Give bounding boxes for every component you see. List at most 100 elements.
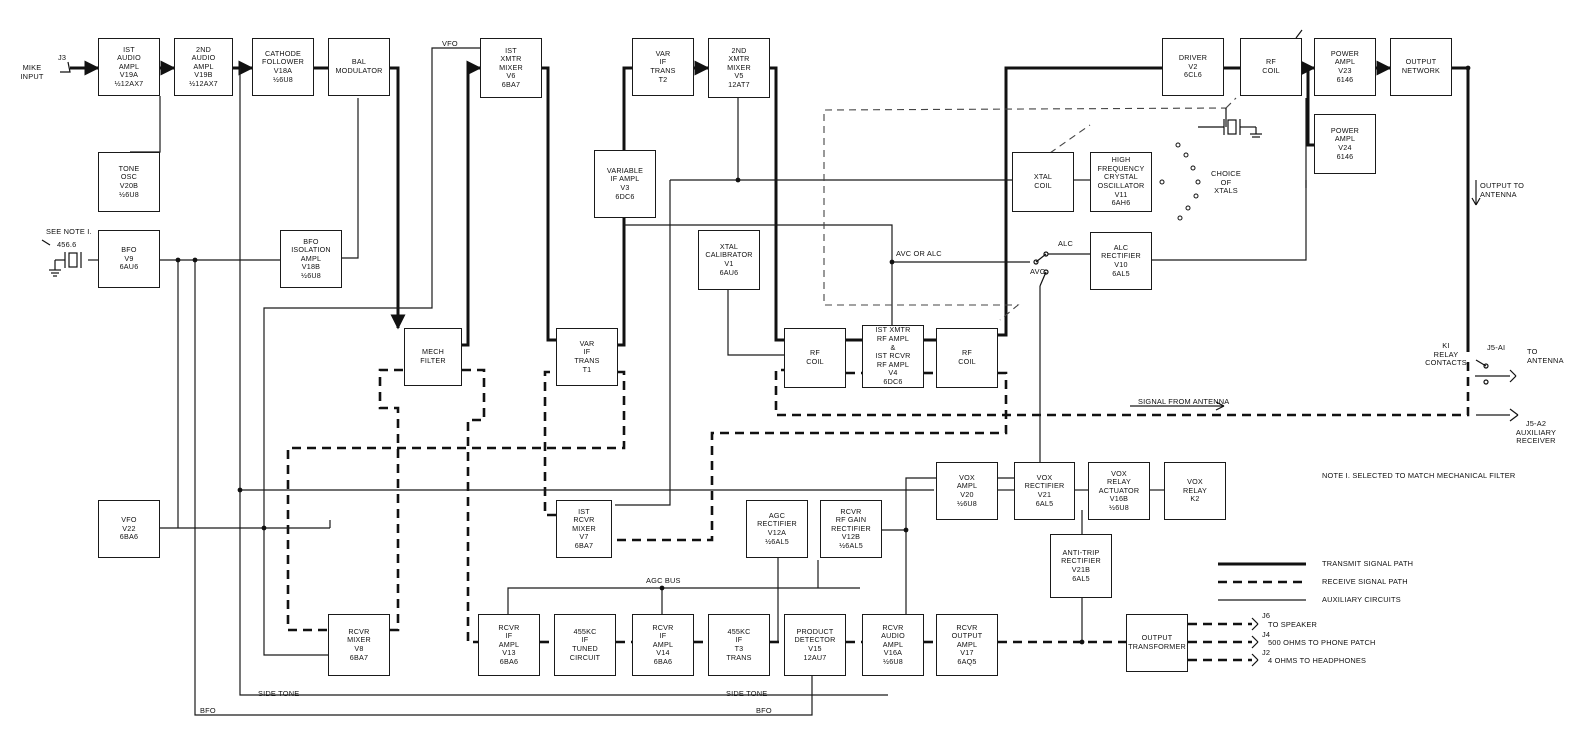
block-label: IST RCVR MIXER V7 6BA7 (572, 506, 596, 550)
block-label: VARIABLE IF AMPL V3 6DC6 (606, 165, 644, 201)
label-see-note: SEE NOTE I. (46, 227, 92, 236)
label-avc: AVC (1030, 267, 1046, 276)
label-bfo-left: BFO (200, 706, 216, 715)
label-to-antenna: TO ANTENNA (1527, 347, 1564, 365)
label-side-tone-left: SIDE TONE (258, 689, 300, 698)
block-label: RF COIL (806, 348, 824, 366)
block-1st-audio-ampl: IST AUDIO AMPL V19A ½12AX7 (98, 38, 160, 96)
block-rf-coil-top: RF COIL (1240, 38, 1302, 96)
block-label: OUTPUT TRANSFORMER (1128, 633, 1186, 651)
label-vfo-top: VFO (442, 39, 458, 48)
block-product-detector: PRODUCT DETECTOR V15 12AU7 (784, 614, 846, 676)
block-label: IST XMTR MIXER V6 6BA7 (499, 45, 523, 89)
block-rcvr-mixer-v8: RCVR MIXER V8 6BA7 (328, 614, 390, 676)
block-label: XTAL CALIBRATOR V1 6AU6 (705, 241, 753, 277)
block-label: CATHODE FOLLOWER V18A ½6U8 (262, 48, 304, 84)
block-label: POWER AMPL V24 6146 (1330, 125, 1360, 161)
block-455kc-tuned-circuit: 455KC IF TUNED CIRCUIT (554, 614, 616, 676)
block-label: RF COIL (1262, 57, 1280, 75)
block-label: MECH FILTER (420, 347, 446, 365)
block-var-if-trans-t1: VAR IF TRANS T1 (556, 328, 618, 386)
block-label: IST XMTR RF AMPL & IST RCVR RF AMPL V4 6… (875, 325, 911, 386)
block-power-ampl-v23: POWER AMPL V23 6146 (1314, 38, 1376, 96)
block-vox-relay: VOX RELAY K2 (1164, 462, 1226, 520)
block-label: 2ND AUDIO AMPL V19B ½12AX7 (189, 44, 218, 88)
crystal-symbols (41, 108, 1262, 277)
block-label: BAL MODULATOR (335, 57, 383, 75)
block-label: AGC RECTIFIER V12A ½6AL5 (757, 510, 797, 546)
label-output-to-antenna: OUTPUT TO ANTENNA (1480, 181, 1525, 199)
receive-path (286, 362, 1470, 662)
block-rcvr-if-ampl-v13: RCVR IF AMPL V13 6BA6 (478, 614, 540, 676)
block-2nd-xmtr-mixer: 2ND XMTR MIXER V5 12AT7 (708, 38, 770, 98)
block-label: ANTI-TRIP RECTIFIER V21B 6AL5 (1061, 547, 1101, 583)
block-label: VAR IF TRANS T2 (650, 48, 676, 84)
block-label: VOX RECTIFIER V21 6AL5 (1024, 472, 1065, 508)
block-rcvr-if-ampl-v14: RCVR IF AMPL V14 6BA6 (632, 614, 694, 676)
legend-receive: RECEIVE SIGNAL PATH (1322, 577, 1408, 586)
block-label: VAR IF TRANS T1 (574, 338, 600, 374)
block-vfo: VFO V22 6BA6 (98, 500, 160, 558)
block-label: BFO ISOLATION AMPL V18B ½6U8 (291, 236, 331, 280)
block-label: HIGH FREQUENCY CRYSTAL OSCILLATOR V11 6A… (1097, 155, 1145, 208)
block-label: 2ND XMTR MIXER V5 12AT7 (727, 45, 751, 89)
block-vox-ampl: VOX AMPL V20 ½6U8 (936, 462, 998, 520)
block-label: RCVR IF AMPL V14 6BA6 (652, 622, 674, 666)
label-k1-relay-contacts: KI RELAY CONTACTS (1425, 341, 1467, 368)
legend-lines (1218, 562, 1306, 601)
block-tone-osc: TONE OSC V20B ½6U8 (98, 152, 160, 212)
label-j4: J4 (1262, 630, 1271, 639)
block-1st-xmtr-mixer: IST XMTR MIXER V6 6BA7 (480, 38, 542, 98)
block-alc-rectifier: ALC RECTIFIER V10 6AL5 (1090, 232, 1152, 290)
block-var-if-trans-t2: VAR IF TRANS T2 (632, 38, 694, 96)
block-bal-modulator: BAL MODULATOR (328, 38, 390, 96)
block-label: VFO V22 6BA6 (119, 515, 139, 542)
block-455kc-t3-trans: 455KC IF T3 TRANS (708, 614, 770, 676)
block-label: BFO V9 6AU6 (119, 245, 139, 272)
label-to-speaker: TO SPEAKER (1268, 620, 1318, 629)
block-label: TONE OSC V20B ½6U8 (118, 163, 140, 199)
block-mech-filter: MECH FILTER (404, 328, 462, 386)
block-label: ALC RECTIFIER V10 6AL5 (1101, 242, 1141, 278)
crystal-choice-dots (1159, 142, 1201, 221)
block-output-network: OUTPUT NETWORK (1390, 38, 1452, 96)
label-alc: ALC (1058, 239, 1073, 248)
block-label: POWER AMPL V23 6146 (1330, 48, 1360, 84)
block-label: RF COIL (958, 348, 976, 366)
label-side-tone-right: SIDE TONE (726, 689, 768, 698)
block-label: RCVR AUDIO AMPL V16A ½6U8 (881, 622, 905, 666)
block-label: VOX AMPL V20 ½6U8 (956, 472, 978, 508)
label-agc-bus: AGC BUS (646, 576, 681, 585)
label-headphones: 4 OHMS TO HEADPHONES (1268, 656, 1367, 665)
label-frequency: 456.6 (57, 240, 77, 249)
label-j6: J6 (1262, 611, 1271, 620)
block-label: RCVR RF GAIN RECTIFIER V12B ½6AL5 (831, 506, 871, 550)
block-driver: DRIVER V2 6CL6 (1162, 38, 1224, 96)
label-phone-patch: 500 OHMS TO PHONE PATCH (1268, 638, 1376, 647)
legend-transmit: TRANSMIT SIGNAL PATH (1322, 559, 1414, 568)
block-rf-ampl-v4: IST XMTR RF AMPL & IST RCVR RF AMPL V4 6… (862, 325, 924, 388)
label-mike-input: MIKE INPUT (20, 63, 44, 81)
block-label: PRODUCT DETECTOR V15 12AU7 (794, 626, 836, 662)
block-variable-if-ampl: VARIABLE IF AMPL V3 6DC6 (594, 150, 656, 218)
label-signal-from-antenna: SIGNAL FROM ANTENNA (1138, 397, 1230, 406)
block-xtal-calibrator: XTAL CALIBRATOR V1 6AU6 (698, 230, 760, 290)
block-cathode-follower: CATHODE FOLLOWER V18A ½6U8 (252, 38, 314, 96)
block-label: DRIVER V2 6CL6 (1178, 53, 1208, 80)
block-xtal-coil: XTAL COIL (1012, 152, 1074, 212)
junction-dots (175, 65, 1471, 645)
block-vox-relay-actuator: VOX RELAY ACTUATOR V16B ½6U8 (1088, 462, 1150, 520)
block-label: OUTPUT NETWORK (1401, 57, 1441, 75)
label-choice-of-xtals: CHOICE OF XTALS (1211, 169, 1241, 196)
block-label: XTAL COIL (1033, 172, 1053, 190)
block-power-ampl-v24: POWER AMPL V24 6146 (1314, 114, 1376, 174)
label-j5-a1: J5-AI (1487, 343, 1506, 352)
block-rcvr-output-ampl: RCVR OUTPUT AMPL V17 6AQ5 (936, 614, 998, 676)
block-bfo-isolation-ampl: BFO ISOLATION AMPL V18B ½6U8 (280, 230, 342, 288)
block-rf-coil-right: RF COIL (936, 328, 998, 388)
block-label: 455KC IF T3 TRANS (726, 626, 752, 662)
block-bfo: BFO V9 6AU6 (98, 230, 160, 288)
label-j2: J2 (1262, 648, 1271, 657)
label-j3: J3 (58, 53, 67, 62)
